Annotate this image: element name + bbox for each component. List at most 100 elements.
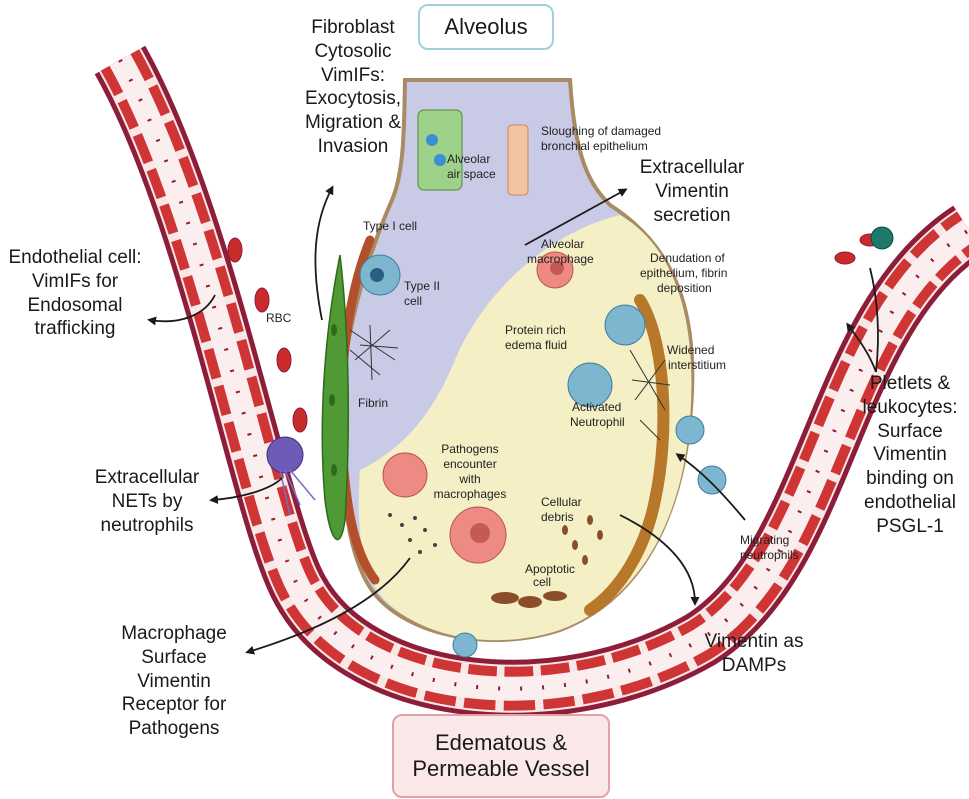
label-type1: Type I cell	[363, 219, 417, 233]
callout-platelets-line2: leukocytes:	[862, 396, 958, 418]
callout-fibroblast-line4: Exocytosis,	[304, 88, 402, 110]
label-rbc: RBC	[266, 311, 292, 325]
connector-damps	[619, 514, 700, 606]
callout-macrophage-receptor-line5: Pathogens	[128, 718, 220, 739]
callout-endothelial-line3: Endosomal	[27, 294, 123, 316]
label-type2-line2: cell	[404, 294, 422, 308]
label-denudation-line2: epithelium, fibrin	[640, 266, 727, 280]
label-activated-line1: Activated	[572, 400, 621, 414]
cellular-debris	[491, 515, 603, 608]
debris-particle	[597, 530, 603, 540]
label-migrating-line1: Migrating	[740, 533, 789, 547]
widened-interstitium	[584, 294, 670, 616]
vessel-title-line2: Permeable Vessel	[412, 756, 590, 781]
label-pathogens-line4: macrophages	[434, 487, 507, 501]
apoptotic-body	[491, 592, 519, 604]
label-pathogens-line1: Pathogens	[441, 442, 498, 456]
fibrin-strand	[629, 349, 671, 441]
callout-damps: Vimentin as DAMPs	[688, 630, 820, 678]
alveolar-macrophage	[536, 251, 574, 289]
label-apoptotic-line2: cell	[533, 575, 551, 589]
callout-fibroblast-line6: Invasion	[317, 135, 389, 157]
callout-fibroblast-line1: Fibroblast	[311, 17, 395, 38]
label-alv-macrophage-line2: macrophage	[527, 252, 594, 266]
callout-macrophage-receptor-line1: Macrophage	[121, 623, 227, 644]
nucleus	[331, 324, 337, 336]
vessel-title-line1: Edematous &	[434, 729, 568, 755]
pathogen-dot	[418, 550, 422, 554]
fibroblast-cell	[321, 254, 350, 541]
rbc-cell	[292, 407, 308, 433]
callout-macrophage-receptor: Macrophage Surface Vimentin Receptor for…	[104, 622, 244, 741]
pathogen-macrophages	[382, 452, 507, 564]
label-air-space-line1: Alveolar	[447, 152, 490, 166]
pathogen-dot	[408, 538, 412, 542]
nucleus	[331, 464, 337, 476]
macrophage-nucleus	[470, 523, 490, 543]
pathogen-dot	[423, 528, 427, 532]
type-ii-cell	[359, 254, 401, 296]
alveolus-title: Alveolus	[418, 4, 554, 50]
pathogen-dot	[388, 513, 392, 517]
rbc-cell	[254, 287, 270, 313]
nucleus	[329, 394, 335, 406]
callout-endothelial-line1: Endothelial cell:	[8, 247, 142, 268]
callout-macrophage-receptor-line3: Vimentin	[137, 670, 211, 692]
callout-endothelial-line2: VimIFs for	[31, 270, 119, 292]
connector-migrating	[675, 453, 746, 521]
epithelial-cell	[417, 109, 463, 191]
label-widened-line1: Widened	[667, 343, 714, 357]
callout-endothelial: Endothelial cell: VimIFs for Endosomal t…	[0, 246, 150, 341]
apoptotic-body	[543, 591, 567, 601]
pathogen-dot	[433, 543, 437, 547]
connector-platelets-2	[846, 322, 877, 373]
label-pathogens-line3: with	[458, 472, 480, 486]
macrophage-nucleus	[550, 261, 564, 275]
callout-platelets-line6: endothelial	[864, 491, 956, 513]
callout-nets: Extracellular NETs by neutrophils	[84, 466, 210, 537]
label-debris-line2: debris	[541, 510, 574, 524]
label-denudation-line1: Denudation of	[650, 251, 725, 265]
callout-platelets: Pletlets & leukocytes: Surface Vimentin …	[852, 372, 968, 538]
callout-nets-line3: neutrophils	[100, 514, 194, 536]
net-neutrophil	[266, 436, 316, 516]
callout-endothelial-line4: trafficking	[34, 318, 116, 340]
epithelial-nucleus	[434, 154, 446, 166]
rbc-cell	[276, 347, 292, 373]
label-debris-line1: Cellular	[541, 495, 582, 509]
label-widened-line2: interstitium	[668, 358, 726, 372]
connector-secretion	[524, 188, 628, 246]
neutrophil-cell	[567, 362, 613, 408]
macrophage-body	[382, 452, 428, 498]
callout-extracellular-vimentin-line1: Extracellular	[639, 157, 745, 178]
label-migrating-line2: neutrophils	[740, 548, 799, 562]
callout-fibroblast: Fibroblast Cytosolic VimIFs: Exocytosis,…	[292, 16, 414, 159]
label-pathogens-line2: encounter	[443, 457, 496, 471]
label-sloughing-line2: bronchial epithelium	[541, 139, 648, 153]
fibroblast-nuclei	[329, 324, 337, 476]
neutrophil-cell	[452, 632, 478, 658]
label-air-space-line2: air space	[447, 167, 496, 181]
callout-platelets-line4: Vimentin	[873, 444, 947, 466]
leukocyte-cell	[870, 226, 894, 250]
callout-fibroblast-line3: VimIFs:	[320, 64, 386, 86]
rbc-cell	[834, 251, 856, 265]
apoptotic-body	[518, 596, 542, 608]
label-apoptotic-line1: Apoptotic	[525, 562, 575, 576]
callout-platelets-line3: Surface	[877, 420, 943, 442]
callout-extracellular-vimentin: Extracellular Vimentin secretion	[622, 156, 762, 227]
type-ii-nucleus	[370, 268, 384, 282]
vessel-core	[109, 54, 969, 701]
red-blood-cells	[227, 233, 881, 433]
connector-platelets	[869, 267, 879, 373]
debris-particle	[562, 525, 568, 535]
debris-particle	[582, 555, 588, 565]
epithelial-nucleus	[426, 134, 438, 146]
label-fibrin: Fibrin	[358, 396, 388, 410]
